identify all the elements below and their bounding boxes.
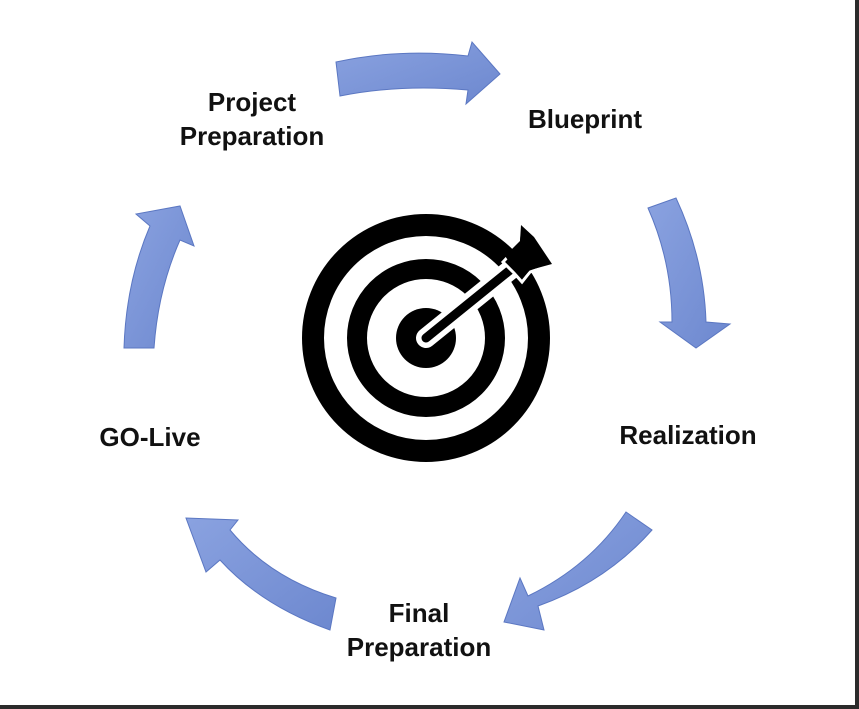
stage-label-go-live: GO-Live	[99, 420, 200, 454]
cycle-arrow-4	[185, 517, 337, 631]
cycle-arrow-2	[647, 197, 732, 349]
stage-label-line: Project	[207, 87, 297, 117]
stage-label-final-preparation: Final Preparation	[347, 596, 492, 664]
cycle-arrow-3	[503, 511, 653, 631]
stage-label-line: Blueprint	[527, 104, 643, 134]
stage-label-realization: Realization	[619, 418, 756, 452]
stage-label-blueprint: Blueprint	[528, 102, 642, 136]
cycle-arrow-5	[123, 205, 195, 349]
stage-label-line: Final	[388, 598, 450, 628]
stage-label-line: Realization	[619, 420, 757, 450]
stage-label-project-preparation: Project Preparation	[180, 85, 325, 153]
stage-label-line: Preparation	[346, 632, 492, 662]
stage-label-line: GO-Live	[99, 422, 201, 452]
stage-label-line: Preparation	[179, 121, 325, 151]
target-with-arrow-icon	[302, 214, 556, 462]
cycle-arrow-1	[335, 40, 501, 106]
